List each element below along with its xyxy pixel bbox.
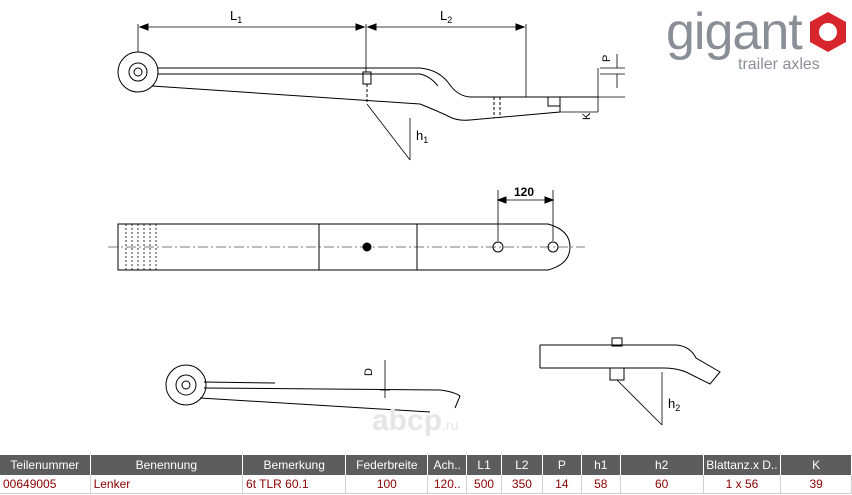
eye-bore — [133, 67, 143, 77]
label-h2: h2 — [668, 396, 680, 413]
side-view — [117, 23, 625, 161]
logo-wordmark: gigant — [666, 3, 803, 61]
col-blattanz[interactable]: Blattanz.x D.. — [703, 455, 782, 475]
technical-drawing: L1 L2 P K h1 120 D h2 — [108, 8, 721, 426]
col-teilenummer[interactable]: Teilenummer — [0, 455, 91, 475]
col-benennung[interactable]: Benennung — [90, 455, 244, 475]
label-l2: L2 — [440, 8, 452, 25]
centre-hole — [362, 242, 372, 252]
hole-2 — [547, 241, 559, 253]
col-h2[interactable]: h2 — [620, 455, 704, 475]
cell-l2: 350 — [501, 475, 543, 494]
detail-view — [539, 337, 721, 426]
eye-inner — [128, 62, 148, 82]
spring-upper-edge — [158, 67, 598, 98]
spring-lower-edge — [151, 85, 561, 121]
cell-l1: 500 — [466, 475, 502, 494]
col-federbreite[interactable]: Federbreite — [345, 455, 429, 475]
cell-federbreite: 100 — [345, 475, 429, 494]
cell-bemerkung: 6t TLR 60.1 — [242, 475, 347, 494]
col-p[interactable]: P — [542, 455, 582, 475]
cell-k: 39 — [780, 475, 852, 494]
spec-table: Teilenummer Benennung Bemerkung Federbre… — [0, 455, 852, 494]
cell-h1: 58 — [581, 475, 621, 494]
col-l1[interactable]: L1 — [466, 455, 502, 475]
col-l2[interactable]: L2 — [501, 455, 543, 475]
label-h1: h1 — [416, 128, 428, 145]
spring-top-line — [158, 73, 439, 87]
col-bemerkung[interactable]: Bemerkung — [242, 455, 347, 475]
cell-p: 14 — [542, 475, 582, 494]
top-view — [108, 190, 585, 271]
hex-nut-icon — [810, 12, 846, 52]
spring-outline — [117, 223, 571, 271]
col-h1[interactable]: h1 — [581, 455, 621, 475]
label-p: P — [601, 55, 613, 62]
label-l1: L1 — [230, 8, 242, 25]
cell-blattanz: 1 x 56 — [703, 475, 782, 494]
label-d: D — [363, 368, 375, 376]
col-achs[interactable]: Ach.. — [427, 455, 468, 475]
cell-h2: 60 — [620, 475, 704, 494]
header-row: Teilenummer Benennung Bemerkung Federbre… — [0, 455, 852, 475]
watermark: abcp.ru — [372, 404, 459, 437]
pad — [547, 97, 560, 107]
hole-1 — [492, 241, 504, 253]
label-k: K — [581, 112, 593, 120]
side-view-small — [165, 360, 461, 413]
label-120: 120 — [514, 185, 534, 199]
cell-teilenummer: 00649005 — [0, 475, 91, 494]
table-row[interactable]: 00649005 Lenker 6t TLR 60.1 100 120.. 50… — [0, 475, 852, 494]
cell-achs: 120.. — [427, 475, 468, 494]
cell-benennung: Lenker — [90, 475, 244, 494]
gigant-logo: gigant trailer axles — [660, 3, 850, 76]
col-k[interactable]: K — [780, 455, 852, 475]
logo-tagline: trailer axles — [738, 56, 820, 73]
